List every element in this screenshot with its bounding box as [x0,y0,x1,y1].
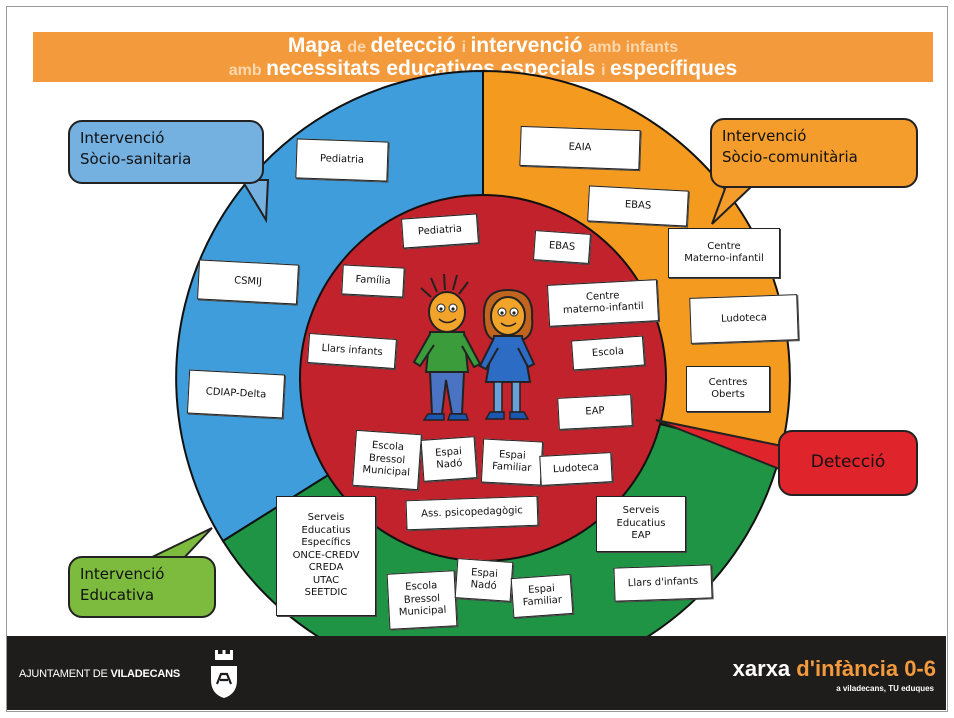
title-part: Mapa [287,34,348,57]
ajuntament-label: AJUNTAMENT DE VILADECANS [19,668,180,680]
slide-frame [6,6,948,712]
box-ebas-outer: EBAS [587,185,689,227]
box-serveis-educatius-especifics: Serveis Educatius Específics ONCE-CREDV … [276,496,376,616]
box-eaia: EAIA [519,125,641,171]
children-illustration [412,273,536,421]
bubble-deteccio: Detecció [778,430,918,496]
box-centres-oberts: Centres Oberts [686,366,770,412]
title-part: intervenció [470,34,589,57]
xarxa-word: xarxa [732,656,797,681]
box-centre-materno-infantil-outer: Centre Materno-infantil [668,228,780,278]
box-pediatria-inner: Pediatria [401,213,479,249]
title-part: amb infants [588,39,679,56]
box-escola: Escola [571,335,645,371]
box-espai-nado-inner: Espai Nadó [420,436,478,482]
box-familia: Família [341,264,405,298]
box-centre-materno-infantil-inner: Centre materno-infantil [546,279,660,327]
title-line-1: Mapa de detecció i intervenció amb infan… [33,35,933,56]
xarxa-infancia-logo: xarxa d'infància 0-6 [733,656,936,682]
boy-figure [412,273,482,421]
box-serveis-educatius-eap: Serveis Educatius EAP [596,496,686,552]
box-assessorament-psicopedagogic: Ass. psicopedagògic [405,495,539,531]
box-pediatria-outer: Pediatria [295,138,389,182]
box-llars-infants-inner: Llars infants [307,332,397,370]
title-part: amb [228,62,267,79]
title-part: detecció [370,34,462,57]
xarxa-tagline: a viladecans, TU eduques [836,684,934,693]
viladecans-crest-icon [211,650,237,698]
box-espai-familiar-inner: Espai Familiar [480,438,544,486]
title-part: i [601,62,611,79]
footer-bar: AJUNTAMENT DE VILADECANS xarxa d'infànci… [7,636,946,710]
box-ludoteca-inner: Ludoteca [539,452,613,486]
ajuntament-name: VILADECANS [110,668,181,680]
box-escola-bressol-outer: Escola Bressol Municipal [386,570,458,630]
box-espai-nado-outer: Espai Nadó [454,558,514,602]
infancia-word: d'infància 0-6 [796,656,936,681]
ajuntament-prefix: AJUNTAMENT DE [19,668,111,680]
box-eap: EAP [557,394,633,430]
bubble-intervencio-socio-sanitaria: Intervenció Sòcio-sanitaria [68,120,264,184]
bubble-intervencio-socio-comunitaria: Intervenció Sòcio-comunitària [710,118,918,188]
box-espai-familiar-outer: Espai Familiar [510,573,574,619]
box-llars-dinfants-outer: Llars d'infants [613,564,713,602]
box-escola-bressol-inner: Escola Bressol Municipal [352,429,422,491]
box-cdiap-delta: CDIAP-Delta [186,369,286,419]
box-csmij: CSMIJ [197,259,299,305]
box-ludoteca-outer: Ludoteca [689,294,799,344]
title-part: de [347,39,371,56]
title-part: específiques [610,57,738,80]
box-ebas-inner: EBAS [533,230,591,264]
title-part: i [461,39,471,56]
girl-figure [478,288,536,420]
bubble-intervencio-educativa: Intervenció Educativa [68,556,216,618]
